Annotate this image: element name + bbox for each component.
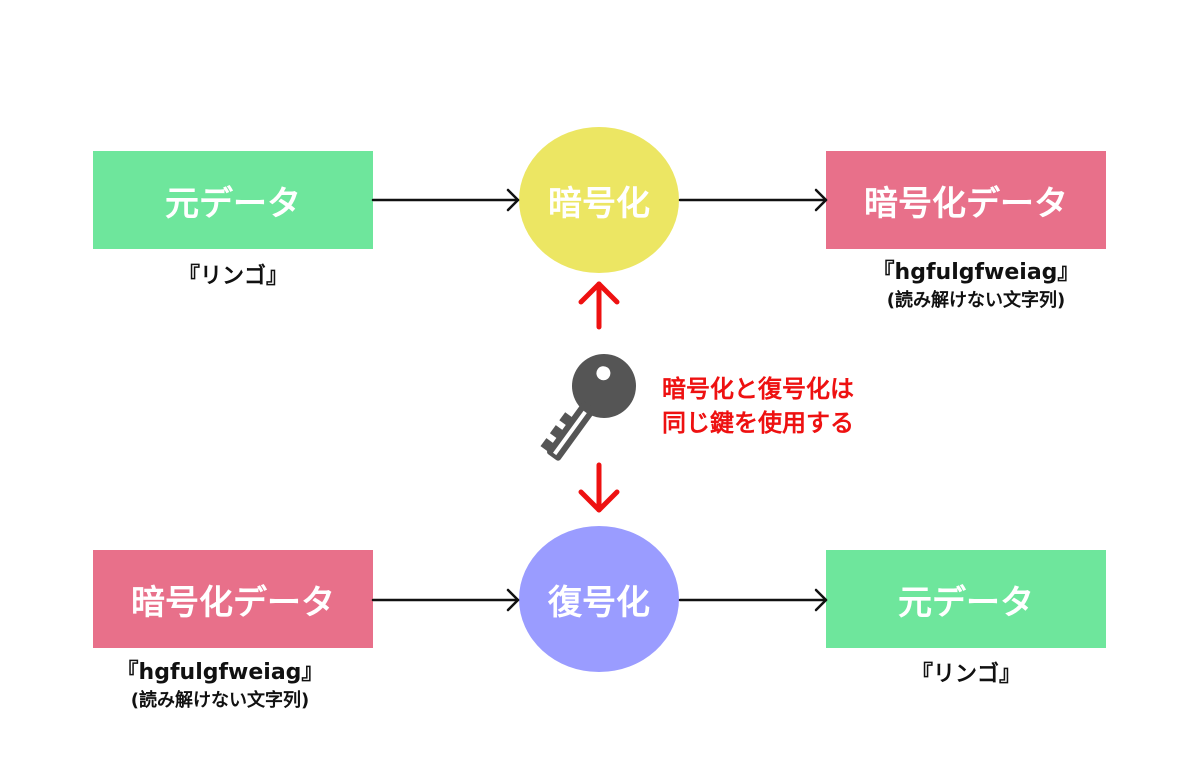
encrypted-data-note: (読み解けない文字列) [886, 290, 1066, 311]
decrypt-source-label: 暗号化データ [131, 582, 335, 623]
decrypt-circle: 復号化 [519, 526, 679, 672]
arrow-key-to-decrypt [578, 462, 620, 513]
decrypt-result-label: 元データ [898, 582, 1034, 623]
arrow-encrypt-to-encrypted-data [678, 188, 828, 212]
shared-key-note-line1: 暗号化と復号化は [662, 375, 854, 403]
encrypted-data-box: 暗号化データ [826, 151, 1106, 249]
shared-key-note: 暗号化と復号化は 同じ鍵を使用する [662, 372, 854, 440]
encrypted-data-caption: 『hgfulgfweiag』 (読み解けない文字列) [826, 258, 1126, 314]
original-data-box: 元データ [93, 151, 373, 249]
key-icon [540, 354, 636, 461]
arrow-key-to-encrypt [578, 281, 620, 330]
shared-key-note-line2: 同じ鍵を使用する [662, 409, 854, 437]
decrypt-source-caption: 『hgfulgfweiag』 (読み解けない文字列) [60, 658, 380, 714]
arrow-decrypt-to-original [678, 588, 828, 612]
encrypt-circle: 暗号化 [519, 127, 679, 273]
original-data-caption: 『リンゴ』 [133, 262, 333, 292]
decrypt-source-box: 暗号化データ [93, 550, 373, 648]
decrypt-source-example: 『hgfulgfweiag』 [116, 660, 324, 685]
original-data-example: 『リンゴ』 [177, 264, 288, 289]
decrypt-result-caption: 『リンゴ』 [866, 660, 1066, 690]
arrow-encrypted-to-decrypt [371, 588, 520, 612]
encrypted-data-example: 『hgfulgfweiag』 [872, 260, 1080, 285]
decrypt-source-note: (読み解けない文字列) [130, 690, 310, 711]
arrow-original-to-encrypt [371, 188, 520, 212]
encrypted-data-label: 暗号化データ [864, 183, 1068, 224]
original-data-label: 元データ [165, 183, 301, 224]
encrypt-label: 暗号化 [548, 183, 650, 224]
decrypt-result-example: 『リンゴ』 [910, 662, 1021, 687]
decrypt-result-box: 元データ [826, 550, 1106, 648]
decrypt-label: 復号化 [548, 582, 650, 623]
